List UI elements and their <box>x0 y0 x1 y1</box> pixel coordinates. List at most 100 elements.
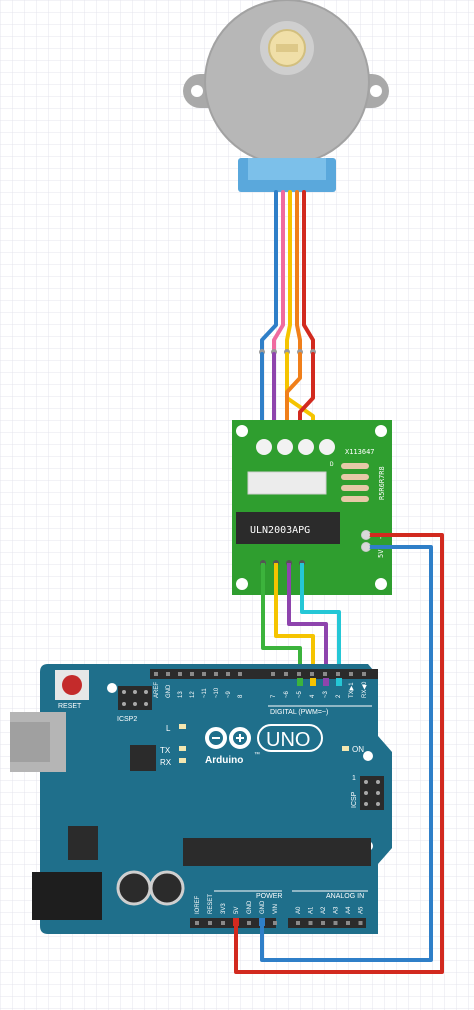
uln2003-driver-board[interactable]: X113647 R5R6R7R8 D ULN2003APG - 5V <box>232 420 392 595</box>
wire-yellow <box>285 190 292 352</box>
wire-red-5v <box>234 533 444 974</box>
motor-wire-housing-inner <box>248 158 326 180</box>
analog-pin-4[interactable] <box>346 921 350 925</box>
analog-pin-3[interactable] <box>333 921 338 925</box>
digital-pin-5[interactable] <box>214 672 218 676</box>
led-rx <box>179 758 186 763</box>
reset-button[interactable] <box>62 675 82 695</box>
icsp2-label: ICSP2 <box>117 716 137 723</box>
usb-connector-inner <box>10 722 50 762</box>
wire-cap-blue-gnd <box>259 918 265 926</box>
power-label: POWER <box>256 893 282 900</box>
wire-yellow-in2 <box>274 563 315 684</box>
analog-header <box>288 918 366 928</box>
wire-cap-purple <box>323 678 329 686</box>
driver-led-1 <box>256 439 272 455</box>
digital-pin-7[interactable] <box>238 672 242 676</box>
digital-pin-label: 7 <box>271 694 277 698</box>
trademark-label: ™ <box>254 751 260 758</box>
digital-pin-15[interactable] <box>362 672 366 676</box>
power-pin-0[interactable] <box>195 921 199 925</box>
led-on <box>342 746 349 751</box>
power-jack <box>32 872 102 920</box>
led-l-label: L <box>166 724 171 733</box>
digital-pin-label: AREF <box>154 682 160 698</box>
led-rx-label: RX <box>160 758 172 767</box>
driver-hole-tl <box>236 425 248 437</box>
motor-wires <box>259 190 316 492</box>
digital-pin-label: ~10 <box>214 687 220 698</box>
analog-pin-0[interactable] <box>296 921 300 925</box>
motor-mount-hole-right <box>370 85 382 97</box>
driver-power-5v-label: 5V <box>377 549 385 558</box>
uno-label: UNO <box>266 729 310 751</box>
digital-pin-2[interactable] <box>178 672 182 676</box>
analog-label: ANALOG IN <box>326 893 364 900</box>
digital-pin-4[interactable] <box>202 672 206 676</box>
digital-pin-12[interactable] <box>323 672 327 676</box>
atmega328-chip <box>183 838 371 866</box>
digital-pin-0[interactable] <box>154 672 158 676</box>
arduino-pcb <box>40 664 392 934</box>
analog-pin-5[interactable] <box>358 921 363 925</box>
power-pin-4[interactable] <box>247 921 251 925</box>
digital-pin-10[interactable] <box>297 672 301 676</box>
digital-pin-label: ~6 <box>284 690 290 698</box>
icsp2-header <box>118 686 152 710</box>
wire-cap-yellow <box>310 678 316 686</box>
analog-pin-label: A5 <box>359 906 365 914</box>
driver-resistor-label: R5R6R7R8 <box>378 466 386 500</box>
power-pin-label: VIN <box>273 904 279 914</box>
digital-pin-6[interactable] <box>226 672 230 676</box>
digital-pin-11[interactable] <box>310 672 314 676</box>
icsp-label: ICSP <box>351 791 358 808</box>
digital-pin-13[interactable] <box>336 672 340 676</box>
arduino-logo-symbols <box>212 734 244 742</box>
arduino-hole-1 <box>107 683 117 693</box>
analog-pin-label: A0 <box>296 906 302 914</box>
power-pin-6[interactable] <box>273 921 277 925</box>
digital-pin-label: TX▶1 <box>349 682 355 698</box>
driver-hole-br <box>375 578 387 590</box>
analog-pin-1[interactable] <box>308 921 313 925</box>
digital-pin-3[interactable] <box>190 672 194 676</box>
uln2003-chip <box>236 512 340 544</box>
power-pin-2[interactable] <box>221 921 225 925</box>
driver-led-3 <box>298 439 314 455</box>
icsp-pin-label: 1 <box>352 775 356 782</box>
driver-hole-tr <box>375 425 387 437</box>
power-pin-label: 5V <box>234 907 240 914</box>
icsp-header <box>360 776 384 810</box>
capacitor-1 <box>116 870 152 906</box>
digital-pin-label: 12 <box>190 691 196 698</box>
stepper-motor[interactable] <box>183 0 389 192</box>
digital-pin-label: 8 <box>238 694 244 698</box>
digital-pin-label: ~5 <box>297 690 303 698</box>
driver-power-minus-label: - <box>377 536 385 540</box>
wire-orange <box>295 190 302 352</box>
digital-pin-14[interactable] <box>349 672 353 676</box>
digital-pin-1[interactable] <box>166 672 170 676</box>
digital-header <box>150 669 378 679</box>
arduino-logo-icon <box>205 727 251 749</box>
digital-header-pins[interactable] <box>154 672 366 676</box>
digital-pin-9[interactable] <box>284 672 288 676</box>
digital-pin-label: ~11 <box>202 688 208 698</box>
digital-pin-label: GND <box>166 684 172 698</box>
digital-pin-8[interactable] <box>271 672 275 676</box>
digital-pin-label: 4 <box>310 694 316 698</box>
wire-blue-gnd <box>260 545 433 962</box>
wire-cap-green <box>297 678 303 686</box>
wire-cyan-in4 <box>300 563 341 684</box>
capacitor-2 <box>149 870 185 906</box>
wire-cap-cyan <box>336 678 342 686</box>
analog-pin-2[interactable] <box>321 921 325 925</box>
digital-pin-label: 2 <box>336 694 342 698</box>
power-pin-1[interactable] <box>208 921 212 925</box>
driver-power-pin-minus-cap <box>362 531 370 539</box>
uno-badge <box>257 724 323 752</box>
